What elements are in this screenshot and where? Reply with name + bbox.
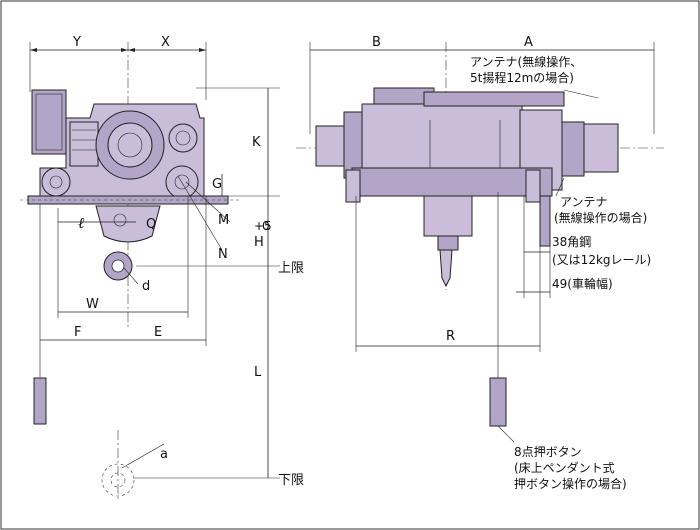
arrow <box>30 48 37 52</box>
side-plate-right <box>525 169 541 203</box>
control-box-panel <box>35 93 63 151</box>
note-wheel-width: 49(車輪幅) <box>552 276 613 291</box>
note-antenna1-line1: アンテナ(無線操作、 <box>470 54 582 69</box>
hook-front <box>439 249 453 288</box>
side-plate-left <box>345 169 361 203</box>
left-view: Y X K G M N Q ℓ H +5 0 d W F E L a 上限 下限 <box>20 35 304 500</box>
motor-inner <box>107 122 153 168</box>
hook-block-front <box>423 195 473 237</box>
antenna-1 <box>563 89 599 99</box>
leader-d <box>123 267 139 285</box>
note-rail-line1: 38角鋼 <box>552 235 591 249</box>
note-pushbutton-line1: 8点押ボタン <box>514 445 582 459</box>
label-upper-limit: 上限 <box>278 261 304 276</box>
note-antenna1-line2: 5t揚程12mの場合) <box>470 70 574 85</box>
hook-lower <box>101 463 135 497</box>
arrow <box>199 48 206 52</box>
label-x: X <box>161 35 170 50</box>
label-b: B <box>372 35 381 50</box>
label-a: a <box>160 447 168 462</box>
label-a-top: A <box>524 35 533 50</box>
note-pushbutton-line3: 押ボタン操作の場合) <box>514 476 627 491</box>
label-d: d <box>142 279 150 294</box>
motor-end-cap <box>315 125 347 167</box>
label-l: L <box>254 365 262 380</box>
label-lower-limit: 下限 <box>278 473 304 488</box>
label-h-tol2: 0 <box>262 219 270 233</box>
arrow <box>121 48 128 52</box>
hook-eye <box>111 259 125 273</box>
note-rail-line2: (又は12kgレール) <box>552 253 651 267</box>
label-m: M <box>218 213 229 228</box>
motor-core <box>117 132 143 158</box>
brake-cover <box>583 123 619 173</box>
label-q: Q <box>146 217 156 232</box>
label-k: K <box>252 135 261 150</box>
arrow <box>128 48 135 52</box>
label-g: G <box>212 177 222 192</box>
rail-block <box>539 195 551 247</box>
pendant-button <box>33 377 47 425</box>
leader-antenna-2 <box>555 177 565 197</box>
wheel-right-hub <box>174 174 190 190</box>
wheel-left-hub <box>49 175 63 189</box>
label-w: W <box>86 297 99 312</box>
pendant-button-right <box>489 377 507 427</box>
wheel-left <box>41 167 71 197</box>
leader-n <box>177 175 223 251</box>
label-n: N <box>218 247 228 262</box>
leader-pb <box>497 425 515 443</box>
note-antenna2-line2: (無線操作の場合) <box>554 210 647 225</box>
hook-block-lower <box>437 235 459 251</box>
hook-sheave <box>113 213 127 227</box>
pulley-upper <box>168 123 198 153</box>
gear-housing <box>69 121 99 167</box>
wheel-right <box>165 165 199 199</box>
label-e: E <box>154 325 162 340</box>
top-box-right <box>423 91 565 107</box>
label-h: H <box>254 235 264 250</box>
label-h-tol: +5 <box>254 219 272 233</box>
label-r: R <box>446 329 455 344</box>
leader-m <box>185 181 231 223</box>
label-y: Y <box>72 35 81 50</box>
dim-a <box>121 443 165 469</box>
note-antenna2-line1: アンテナ <box>560 195 608 209</box>
label-ell: ℓ <box>78 214 84 232</box>
right-view: B A R アンテナ(無線操作、 5t揚程12mの場合) アンテナ (無線操作の… <box>296 35 664 491</box>
brake-housing <box>561 121 585 177</box>
pulley-upper-hub <box>175 130 191 146</box>
trolley-frame <box>351 167 553 197</box>
control-box <box>31 89 67 155</box>
hook-block <box>95 205 161 243</box>
hook-lower-eye <box>110 472 126 488</box>
label-f: F <box>74 325 81 340</box>
note-pushbutton-line2: (床上ペンダント式 <box>514 460 615 475</box>
